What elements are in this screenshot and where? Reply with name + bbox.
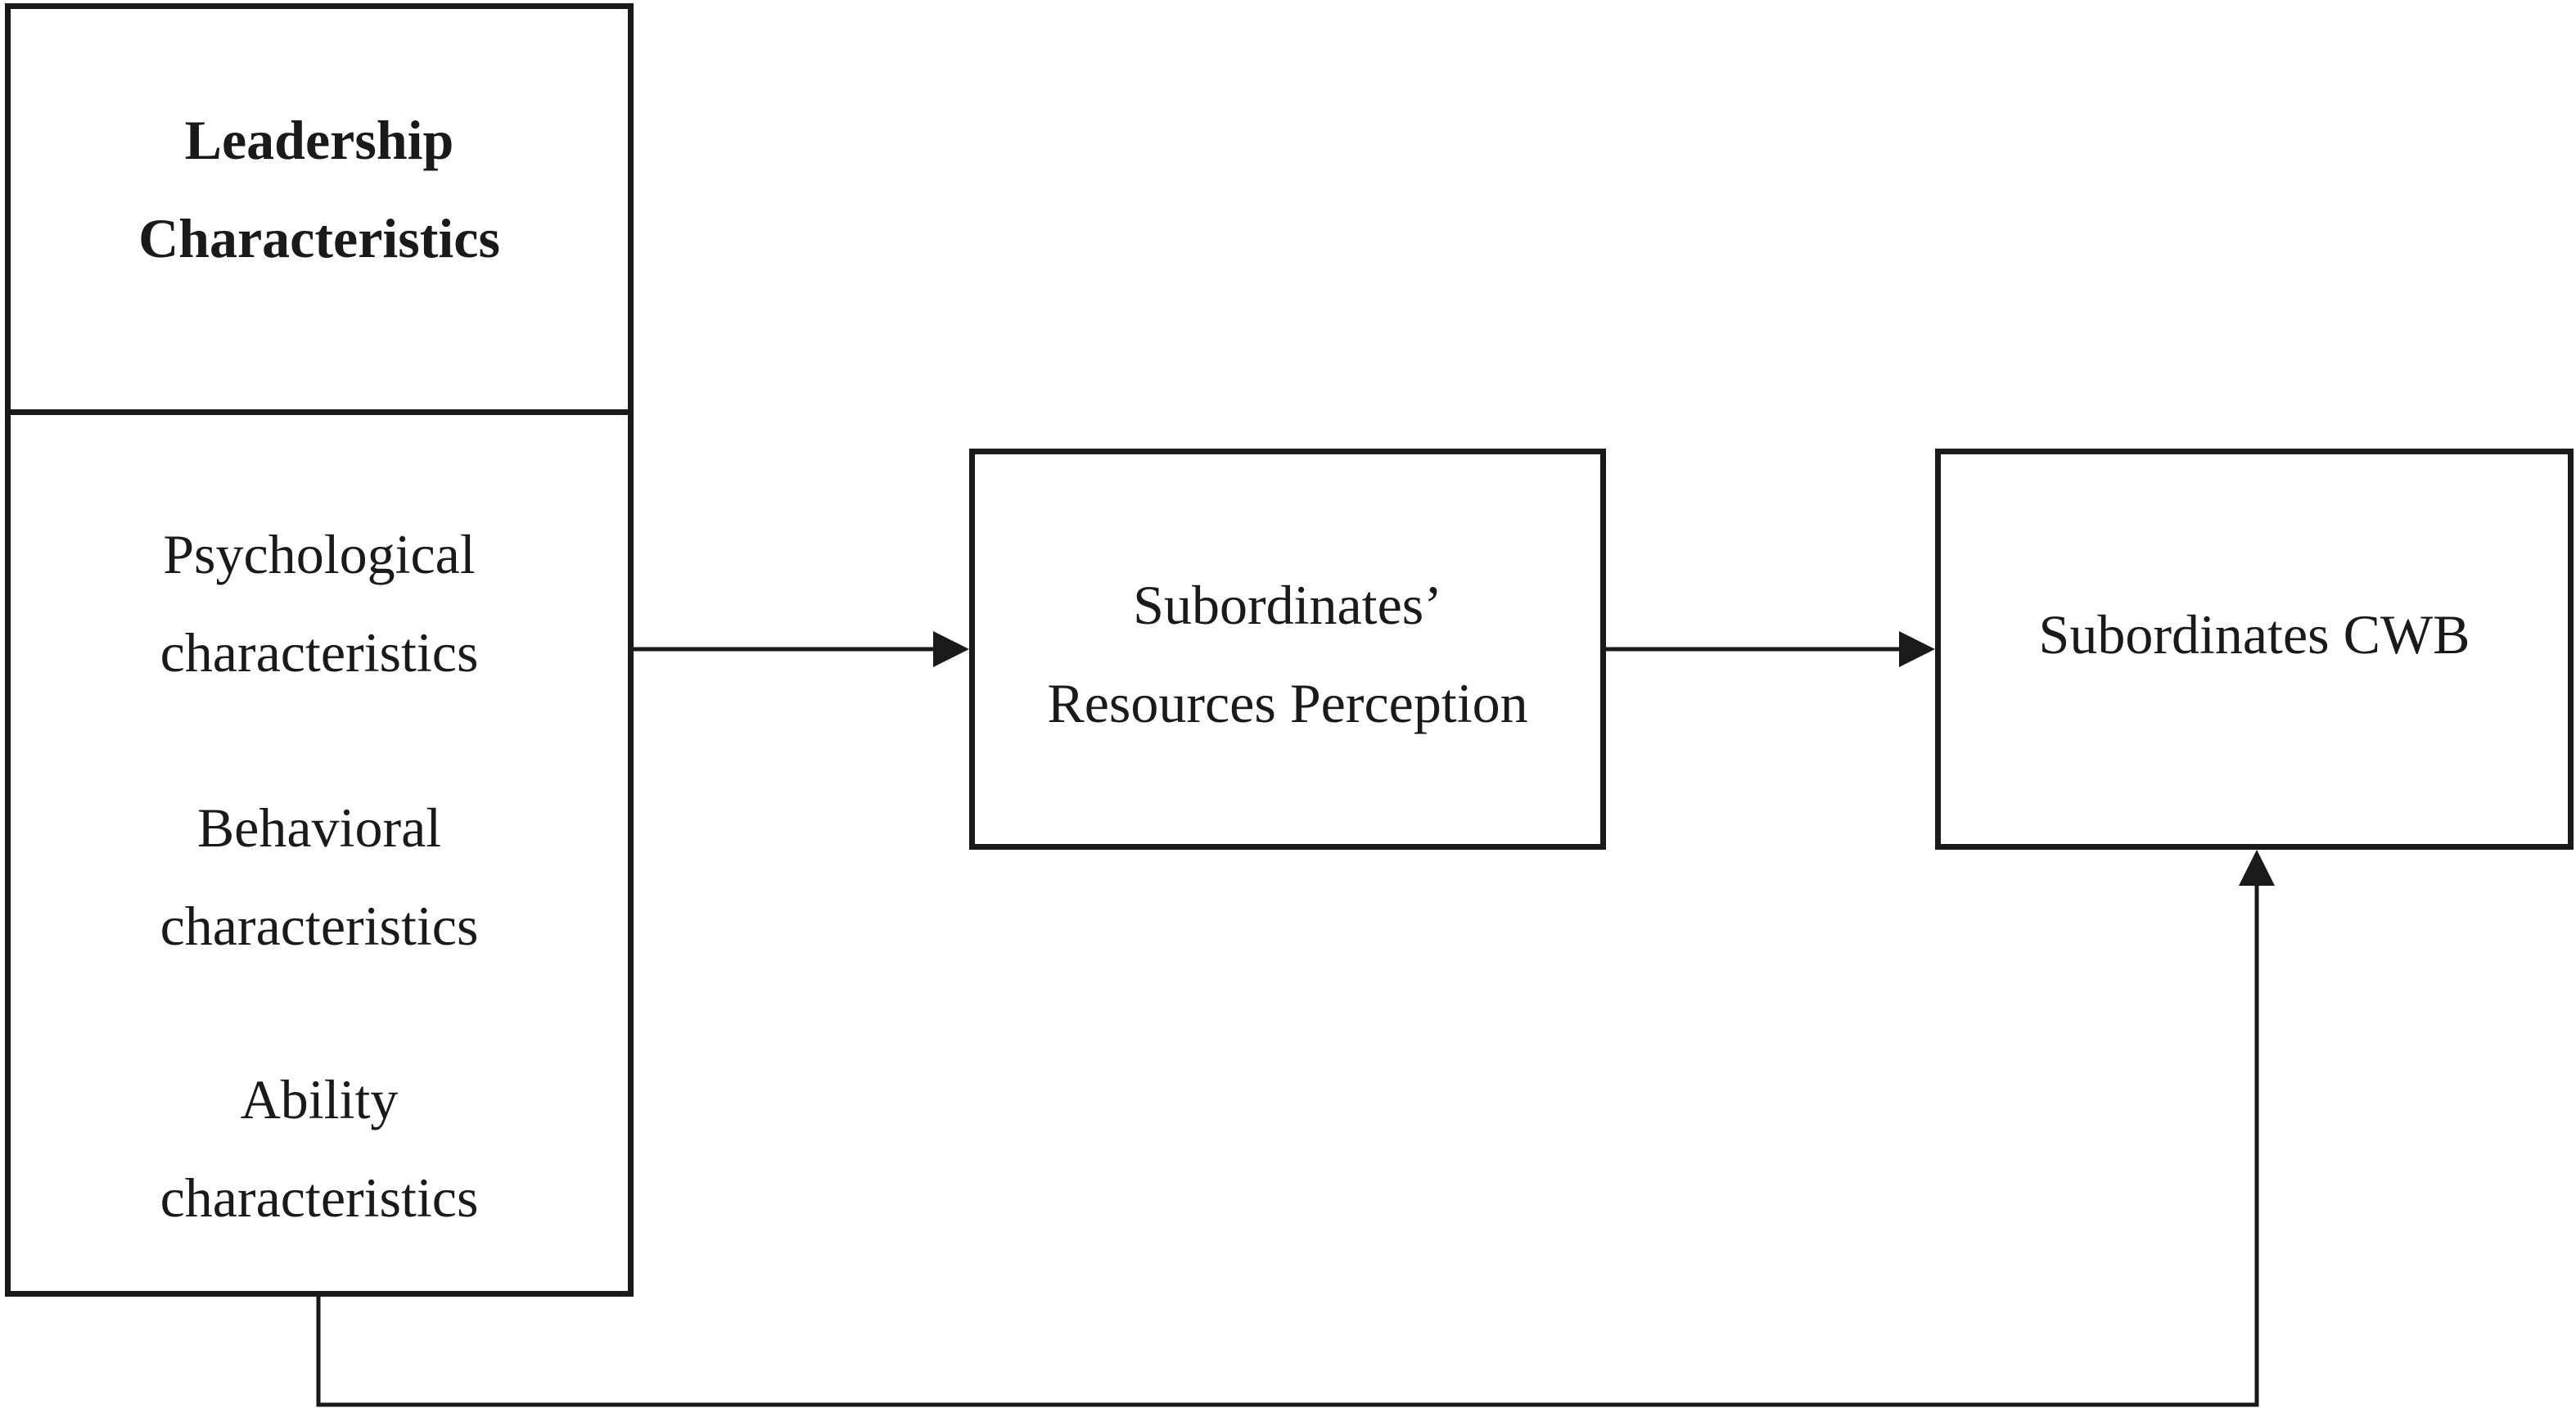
leadership-title: Leadership Characteristics bbox=[138, 91, 500, 287]
cwb-label: Subordinates CWB bbox=[2038, 603, 2470, 666]
leadership-title-line1: Leadership bbox=[184, 108, 454, 171]
behavioral-sublabel: characteristics bbox=[160, 895, 479, 957]
ability-label: Ability bbox=[240, 1068, 399, 1130]
arrowhead-perception bbox=[933, 631, 969, 667]
psychological-sublabel: characteristics bbox=[160, 621, 479, 684]
perception-label-line2: Resources Perception bbox=[1047, 672, 1528, 734]
arrowhead-cwb-bottom bbox=[2239, 850, 2275, 886]
behavioral-label: Behavioral bbox=[196, 797, 442, 859]
ability-sublabel: characteristics bbox=[160, 1167, 479, 1229]
psychological-label: Psychological bbox=[163, 523, 476, 585]
resources-perception-box: Subordinates’ Resources Perception bbox=[969, 449, 1606, 850]
perception-label-line1: Subordinates’ bbox=[1133, 574, 1442, 636]
arrowhead-cwb bbox=[1899, 631, 1935, 667]
arrow-leadership-to-cwb-direct bbox=[316, 886, 2259, 1407]
subordinates-cwb-box: Subordinates CWB bbox=[1935, 449, 2574, 850]
leadership-title-line2: Characteristics bbox=[138, 206, 500, 269]
leadership-characteristics-box: Leadership Characteristics Psychological… bbox=[5, 3, 634, 1297]
leadership-header: Leadership Characteristics bbox=[11, 9, 628, 415]
